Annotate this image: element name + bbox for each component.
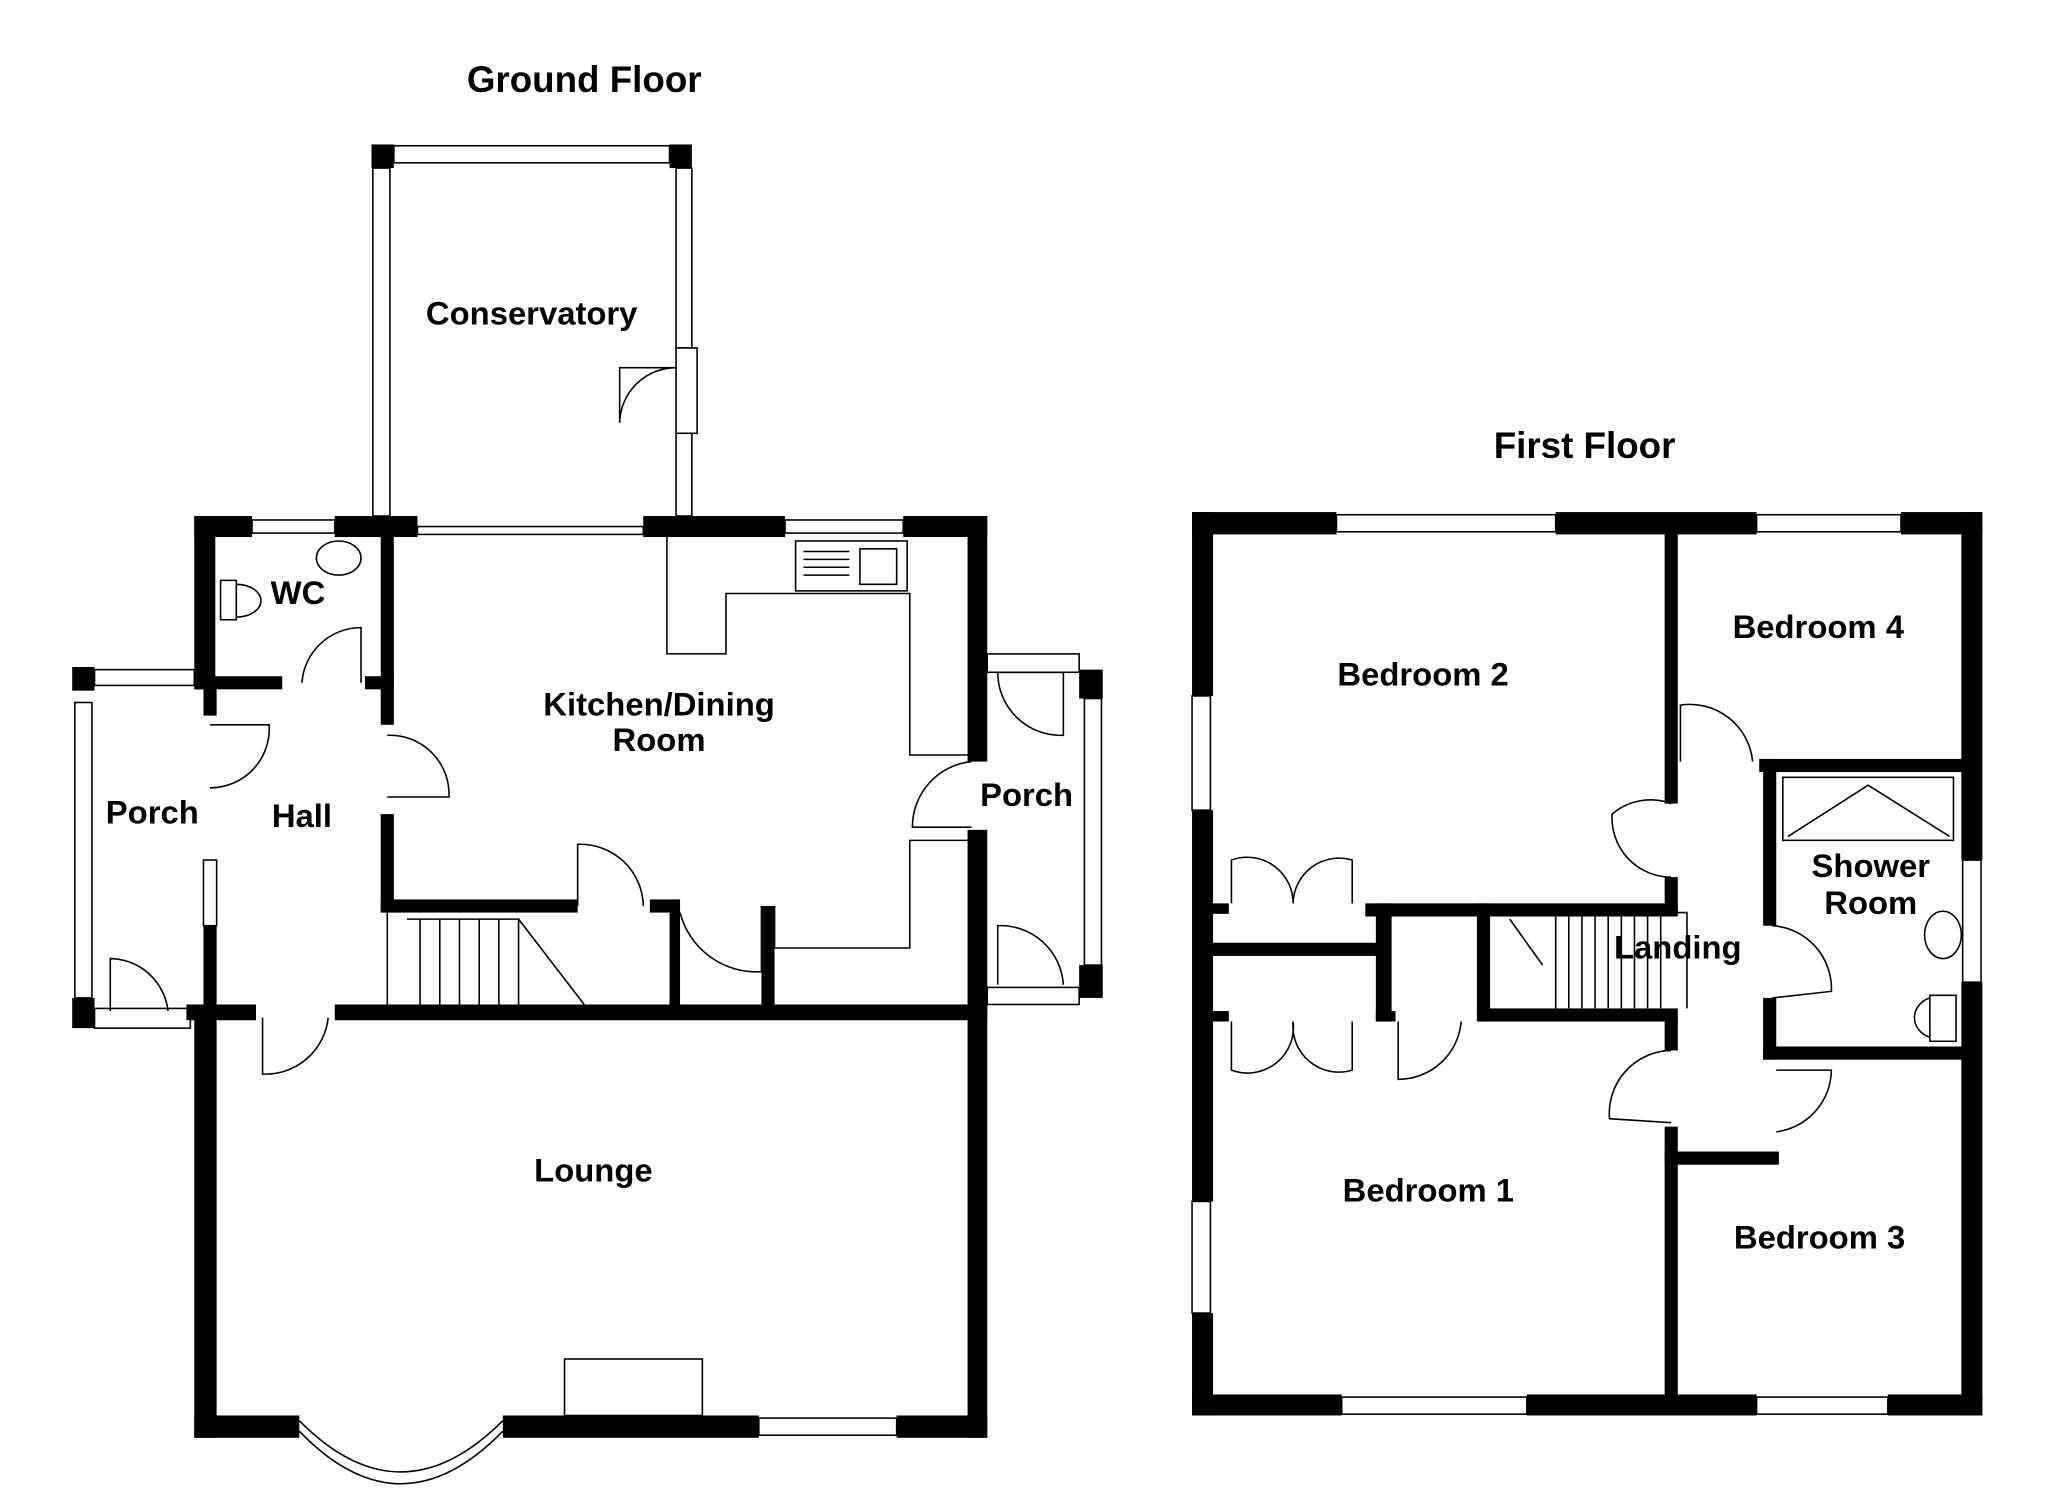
first-floor-plan: First Floor Bedroom 2 Bedroom 4 Shower R…: [1191, 425, 1983, 1416]
window: [1340, 1396, 1528, 1415]
window: [74, 701, 93, 999]
room-label-kitchen-line1: Kitchen/Dining: [543, 686, 774, 723]
room-label-shower-line2: Room: [1824, 884, 1917, 921]
door-swing: [576, 843, 645, 907]
door-swing: [1397, 1021, 1462, 1081]
shower-tray: [1782, 776, 1955, 842]
door-swing: [301, 626, 362, 683]
window: [93, 668, 196, 687]
window: [372, 167, 391, 517]
door: [675, 347, 698, 435]
window: [202, 859, 218, 927]
room-label-hall: Hall: [272, 797, 332, 834]
room-label-bedroom-4: Bedroom 4: [1733, 608, 1905, 645]
door-swing: [996, 924, 1065, 985]
ground-floor-title: Ground Floor: [467, 59, 702, 100]
door: [93, 1007, 192, 1029]
sliding-door: [416, 525, 645, 536]
window: [1755, 513, 1902, 533]
room-label-porch-right: Porch: [980, 776, 1073, 813]
door-swing: [996, 671, 1065, 737]
door-swing: [1772, 924, 1833, 999]
window: [1335, 513, 1557, 533]
window: [1961, 859, 1982, 983]
window: [1755, 1396, 1889, 1415]
room-label-kitchen-line2: Room: [613, 721, 706, 758]
wardrobe-doors: [1230, 856, 1353, 904]
ground-floor-plan: Ground Floor Conservatory WC Kitchen/Din…: [72, 59, 1103, 1485]
kitchen-units: [666, 537, 972, 949]
window: [784, 519, 905, 534]
window: [393, 144, 671, 164]
fireplace: [563, 1358, 704, 1417]
window: [675, 167, 693, 349]
door-swing: [1679, 703, 1754, 762]
door-swing: [911, 760, 972, 829]
door-swing: [1776, 1069, 1833, 1133]
first-floor-title: First Floor: [1494, 425, 1676, 466]
window: [1083, 697, 1103, 966]
door: [986, 653, 1080, 674]
room-label-porch-left: Porch: [106, 793, 199, 830]
door-swing: [618, 366, 677, 423]
window: [675, 432, 693, 517]
room-label-bedroom-1: Bedroom 1: [1343, 1171, 1514, 1208]
room-label-lounge: Lounge: [534, 1152, 652, 1189]
bay-window: [298, 1420, 504, 1485]
basin-icon: [315, 540, 362, 576]
door-swing: [679, 906, 763, 973]
room-label-bedroom-2: Bedroom 2: [1337, 655, 1508, 692]
room-label-wc: WC: [271, 574, 326, 611]
toilet-icon: [219, 579, 262, 621]
room-label-shower-line1: Shower: [1812, 847, 1931, 884]
wardrobe-doors: [1230, 1021, 1353, 1074]
door-swing: [210, 724, 271, 789]
staircase: [1490, 911, 1688, 1009]
sink-icon: [794, 540, 908, 592]
door-swing: [387, 734, 450, 798]
room-label-conservatory: Conservatory: [426, 294, 638, 331]
door-swing: [1608, 1049, 1672, 1124]
window: [1191, 695, 1212, 811]
basin-icon: [1923, 910, 1963, 960]
toilet-icon: [1913, 994, 1957, 1043]
window: [758, 1417, 898, 1436]
window: [251, 519, 336, 534]
room-label-bedroom-3: Bedroom 3: [1734, 1219, 1905, 1256]
door-swing: [109, 957, 169, 1012]
door: [986, 986, 1080, 1006]
room-label-landing: Landing: [1614, 929, 1742, 966]
door-swing: [261, 1017, 329, 1075]
window: [1191, 1200, 1212, 1314]
door-swing: [1611, 799, 1672, 878]
staircase: [386, 912, 585, 1005]
